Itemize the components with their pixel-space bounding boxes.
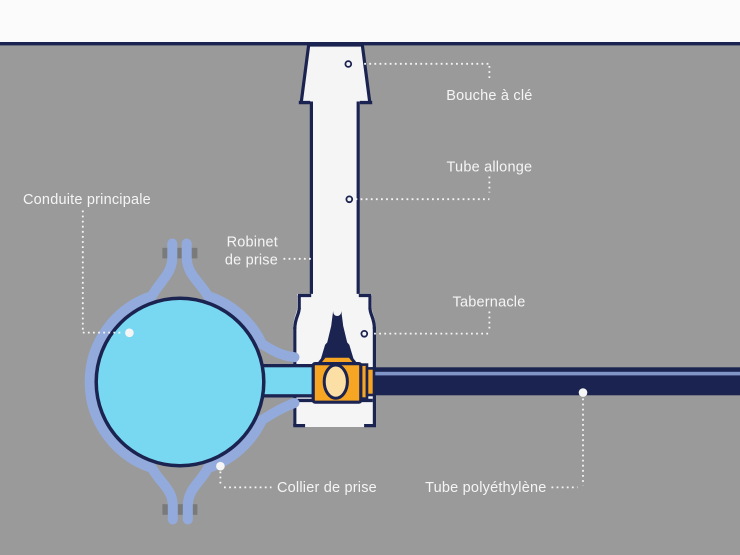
leader-robinet bbox=[283, 257, 338, 305]
marker-bouche bbox=[344, 60, 353, 68]
tapping-saddle bbox=[84, 238, 300, 525]
label-collier-de-prise: Collier de prise bbox=[277, 480, 377, 496]
marker-tabernacle bbox=[360, 329, 369, 338]
saddle-band-bottom-right bbox=[203, 415, 267, 473]
label-robinet-line2: de prise bbox=[225, 252, 278, 268]
saddle-bolt-bottom bbox=[162, 504, 198, 515]
label-bouche-a-cle: Bouche à clé bbox=[446, 88, 532, 104]
leader-tube-poly bbox=[551, 398, 584, 489]
label-tube-allonge: Tube allonge bbox=[447, 159, 533, 175]
saddle-arm-top-right bbox=[181, 238, 213, 301]
main-pipe-circle bbox=[94, 296, 266, 468]
riser-tube-walls bbox=[309, 101, 360, 296]
callout-tube-allonge: Tube allonge bbox=[345, 159, 533, 204]
saddle-band-top-right bbox=[203, 291, 267, 349]
marker-conduite bbox=[125, 328, 134, 338]
saddle-arm-bottom-right bbox=[182, 463, 213, 525]
sky-background bbox=[0, 0, 740, 42]
valve-port bbox=[322, 363, 349, 400]
callout-tabernacle: Tabernacle bbox=[360, 294, 526, 338]
poly-tube-stripe bbox=[370, 371, 740, 376]
tapping-valve bbox=[311, 308, 376, 404]
poly-tube-body bbox=[370, 367, 740, 396]
label-tabernacle: Tabernacle bbox=[453, 294, 526, 310]
marker-tube-poly bbox=[578, 388, 588, 397]
label-conduite-principale: Conduite principale bbox=[23, 192, 151, 208]
label-robinet-line1: Robinet bbox=[227, 234, 278, 250]
riser-tube-body bbox=[310, 99, 360, 295]
leader-bouche bbox=[354, 62, 491, 81]
leader-tube-allonge bbox=[355, 176, 491, 201]
callout-tube-poly: Tube polyéthylène bbox=[425, 388, 588, 496]
stub-pipe-top-edge bbox=[245, 364, 315, 368]
saddle-arm-bottom-left bbox=[147, 463, 178, 525]
callout-collier: Collier de prise bbox=[216, 461, 377, 496]
callout-robinet: Robinet de prise bbox=[225, 234, 338, 305]
saddle-bend-lower bbox=[257, 398, 300, 425]
surface-box bbox=[298, 42, 373, 105]
tabernacle-shoulders bbox=[293, 307, 376, 330]
leader-collier bbox=[219, 471, 272, 489]
saddle-band-left bbox=[84, 291, 157, 473]
valve-gland-outer bbox=[365, 367, 376, 397]
saddle-arm-top-left bbox=[147, 238, 178, 301]
tabernacle-lip-sides bbox=[297, 295, 372, 309]
marker-collier bbox=[216, 461, 225, 471]
surface-box-sides bbox=[299, 43, 372, 103]
saddle-bolt-top bbox=[162, 247, 198, 259]
label-tube-polyethylene: Tube polyéthylène bbox=[425, 480, 546, 496]
stub-pipe-bottom-edge bbox=[245, 394, 315, 398]
callout-bouche: Bouche à clé bbox=[344, 60, 532, 104]
valve-spindle-tip-marker bbox=[333, 308, 342, 316]
saddle-bend-upper bbox=[257, 339, 300, 363]
polyethylene-tube bbox=[370, 367, 740, 396]
surface-box-body bbox=[301, 44, 370, 103]
ground-surface-line bbox=[0, 42, 740, 46]
surface-box-cap bbox=[308, 42, 363, 47]
leader-conduite bbox=[81, 210, 123, 334]
marker-tube-allonge bbox=[345, 195, 354, 204]
callout-conduite: Conduite principale bbox=[23, 192, 151, 338]
